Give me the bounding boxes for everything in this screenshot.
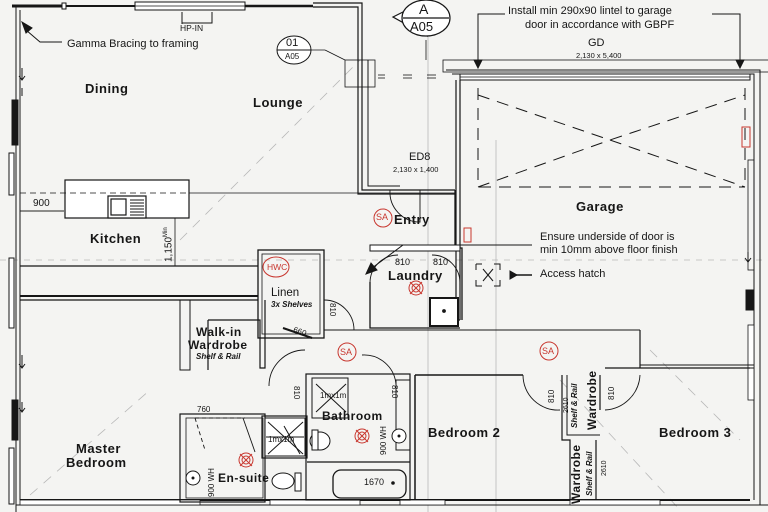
room-label-ensuite: En-suite [218, 471, 270, 485]
hwc-label: HWC [267, 262, 288, 272]
leader-lines [18, 12, 752, 413]
bench-gap-dim: 1,150Min [163, 227, 174, 262]
room-label-linen: Linen [271, 287, 300, 299]
garage-door-swing [477, 88, 746, 188]
entry-door-code: ED8 [409, 151, 431, 163]
bathroom-vanity-dim: 900 WH [379, 426, 388, 455]
bathroom-door-dim-right: 810 [390, 385, 399, 399]
room-label-bathroom: Bathroom [322, 409, 383, 423]
section-marker-letter: A [419, 1, 429, 17]
door-swings [194, 189, 641, 453]
room-label-kitchen: Kitchen [90, 231, 142, 246]
bathroom-shower-dim: 1mx1m [320, 391, 347, 400]
room-label-dining: Dining [85, 81, 129, 96]
smoke-alarms [262, 208, 559, 362]
detail-marker [276, 35, 312, 65]
entry-door-size: 2,130 x 1,400 [393, 165, 439, 174]
room-label-entry: Entry [394, 212, 430, 227]
fixtures [185, 383, 407, 492]
room-label-garage: Garage [576, 199, 624, 214]
bench-gap-value: 1,150 [163, 236, 175, 262]
lintel-note-line1: Install min 290x90 lintel to garage [508, 5, 672, 17]
wardrobe-bed2-label: Wardrobe [585, 370, 599, 430]
bath-length-dim: 1670 [364, 477, 385, 487]
linen-side-door-dim: 810 [328, 303, 337, 317]
room-label-bedroom3: Bedroom 3 [659, 425, 732, 440]
detail-marker-sheet: A05 [285, 52, 300, 61]
room-label-bedroom2: Bedroom 2 [428, 425, 501, 440]
smoke-alarm-entry: SA [376, 212, 389, 222]
wardrobe-bed3-label: Wardrobe [569, 444, 583, 504]
door-underside-note-line2: min 10mm above floor finish [540, 244, 678, 256]
bedroom3-door-dim: 810 [607, 386, 616, 400]
smoke-alarm-bedrooms: SA [542, 346, 555, 356]
master-bedroom-line1: Master [76, 441, 121, 456]
wardrobe-bed2-note: Shelf & Rail [570, 383, 579, 428]
lintel-note-line2: door in accordance with GBPF [525, 19, 675, 31]
exterior-walls [8, 1, 768, 512]
door-underside-note-line1: Ensure underside of door is [540, 231, 675, 243]
wardrobe-bed3-note: Shelf & Rail [585, 451, 594, 496]
walkin-label-line2: Wardrobe [188, 338, 248, 352]
laundry-door-dim-right: 810 [433, 257, 449, 267]
bench-gap-suffix: Min [163, 227, 169, 237]
walkin-label-line1: Walk-in [196, 325, 242, 339]
kitchen-clearance-dim: 900 [33, 198, 50, 209]
room-label-laundry: Laundry [388, 268, 443, 283]
room-label-lounge: Lounge [253, 95, 303, 110]
ensuite-vanity-dim: 900 WH [207, 468, 216, 497]
detail-marker-number: 01 [286, 37, 299, 49]
bedroom2-door-dim: 810 [547, 389, 556, 403]
linen-shelves-note: 3x Shelves [271, 300, 313, 309]
interior-walls [19, 179, 750, 503]
wardrobe-bed2-dim: 2610 [563, 397, 570, 413]
hp-in-label: HP-IN [180, 23, 204, 33]
garage-door-size: 2,130 x 5,400 [576, 51, 622, 60]
extract-fan-icons [238, 126, 751, 468]
walkin-shelf-note: Shelf & Rail [196, 352, 241, 361]
wardrobe-bed3-dim: 2610 [601, 460, 608, 476]
section-marker [391, 0, 451, 38]
section-marker-sheet: A05 [410, 19, 434, 34]
ensuite-shower-dim: 1mx1m [268, 435, 295, 444]
access-hatch-label: Access hatch [540, 268, 606, 280]
master-bedroom-line2: Bedroom [66, 455, 127, 470]
access-hatch-symbol [475, 263, 532, 287]
ensuite-door-dim: 760 [197, 405, 211, 414]
laundry-door-dim-left: 810 [395, 257, 411, 267]
bathroom-door-dim-left: 810 [292, 386, 301, 400]
smoke-alarm-hallway: SA [340, 347, 353, 357]
garage-door-code: GD [588, 37, 605, 49]
gamma-bracing-note: Gamma Bracing to framing [67, 38, 199, 50]
